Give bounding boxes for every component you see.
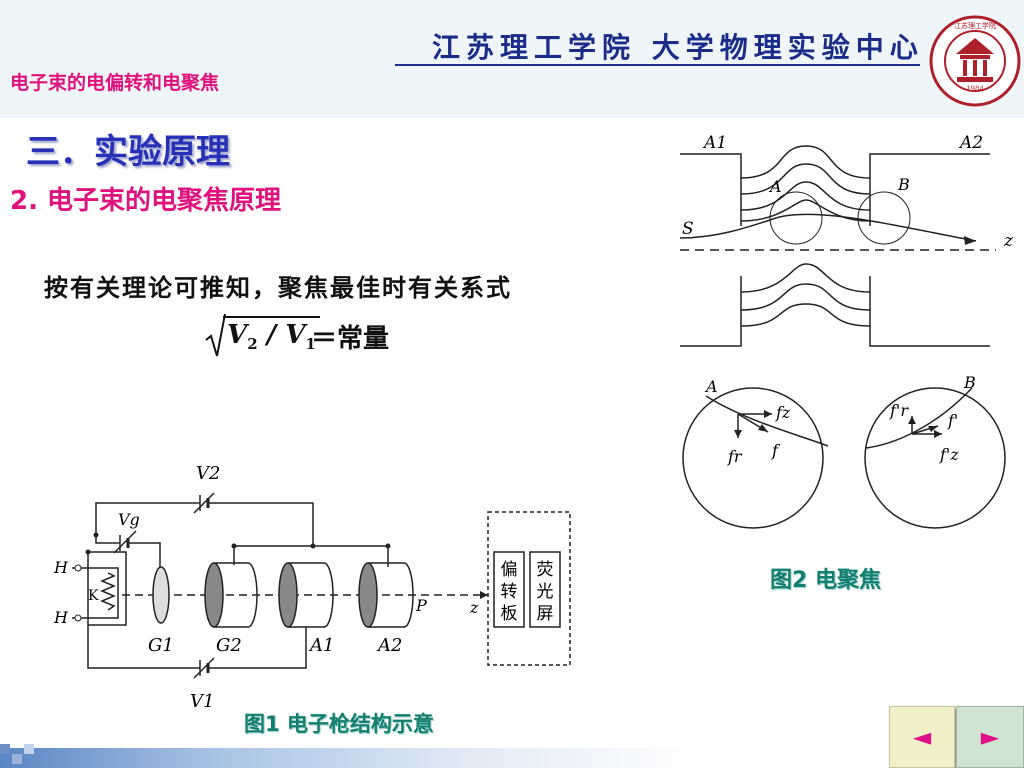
label-fz: fz: [775, 403, 791, 422]
formula-ratio: V2 / V1: [223, 316, 320, 353]
label-z-axis: z: [469, 598, 479, 617]
label-h-top: H: [53, 558, 69, 577]
label-deflect-3: 板: [501, 604, 518, 624]
formula-numerator: V: [227, 320, 248, 350]
bottom-squares-decoration: [0, 744, 34, 764]
label-point-b: B: [897, 175, 910, 194]
label-point-a: A: [768, 177, 782, 196]
label-v2: V2: [196, 463, 220, 484]
formula-denominator: V: [285, 320, 306, 350]
label-fr-prime: f'r: [889, 401, 909, 420]
university-logo: 江苏理工学院 1984: [929, 15, 1021, 107]
label-a1: A1: [702, 133, 727, 153]
label-deflect-1: 偏: [501, 560, 518, 580]
institution-banner: 江苏理工学院 大学物理实验中心: [432, 31, 924, 64]
subsection-title: 2. 电子束的电聚焦原理: [10, 186, 282, 216]
label-circle-b: B: [963, 373, 976, 392]
next-slide-button[interactable]: ►: [956, 706, 1024, 768]
label-circle-a: A: [704, 377, 718, 396]
header-band: [0, 0, 1024, 118]
label-g1: G1: [148, 635, 174, 656]
previous-slide-button[interactable]: ◄: [889, 706, 955, 768]
section-title: 三．实验原理: [26, 132, 230, 172]
electric-focusing-diagram: A1 A2 A B S z A B fz fr f f'r f' f'z: [679, 133, 1014, 529]
electron-gun-diagram: V2 Vg H H K G1 G2 A1 A2 V1 P z 偏 转 板 荧 光…: [53, 463, 571, 712]
logo-text: 江苏理工学院: [954, 21, 996, 30]
label-f-prime: f': [947, 411, 958, 430]
label-a1: A1: [308, 635, 334, 656]
bottom-gradient-bar: [0, 748, 700, 768]
course-title: 电子束的电偏转和电聚焦: [10, 72, 220, 94]
label-h-bottom: H: [53, 608, 69, 627]
label-p: P: [415, 596, 427, 615]
label-f: f: [771, 441, 781, 460]
label-v1: V1: [190, 691, 214, 712]
label-g2: G2: [216, 635, 242, 656]
label-a2: A2: [376, 635, 402, 656]
label-fr: fr: [727, 447, 743, 466]
sqrt-symbol: [205, 313, 226, 357]
label-screen-3: 屏: [537, 604, 554, 624]
label-vg: Vg: [118, 510, 140, 529]
formula-equals-constant: ＝常量: [311, 324, 390, 354]
label-deflect-2: 转: [501, 582, 518, 602]
principle-text: 按有关理论可推知，聚焦最佳时有关系式: [44, 273, 512, 302]
logo-year: 1984: [966, 85, 984, 93]
label-k: K: [88, 588, 99, 604]
label-z: z: [1003, 231, 1014, 251]
figure2-caption: 图2 电聚焦: [770, 568, 881, 593]
label-s: S: [682, 219, 694, 239]
header-rule: [395, 64, 920, 66]
label-fz-prime: f'z: [939, 445, 959, 464]
formula-num-sub: 2: [247, 335, 258, 354]
label-screen-1: 荧: [537, 560, 554, 580]
figure1-caption: 图1 电子枪结构示意: [244, 712, 434, 736]
label-a2: A2: [958, 133, 983, 153]
formula-den-sub: 1: [305, 335, 316, 354]
label-screen-2: 光: [537, 582, 554, 602]
formula-slash: /: [257, 320, 286, 350]
